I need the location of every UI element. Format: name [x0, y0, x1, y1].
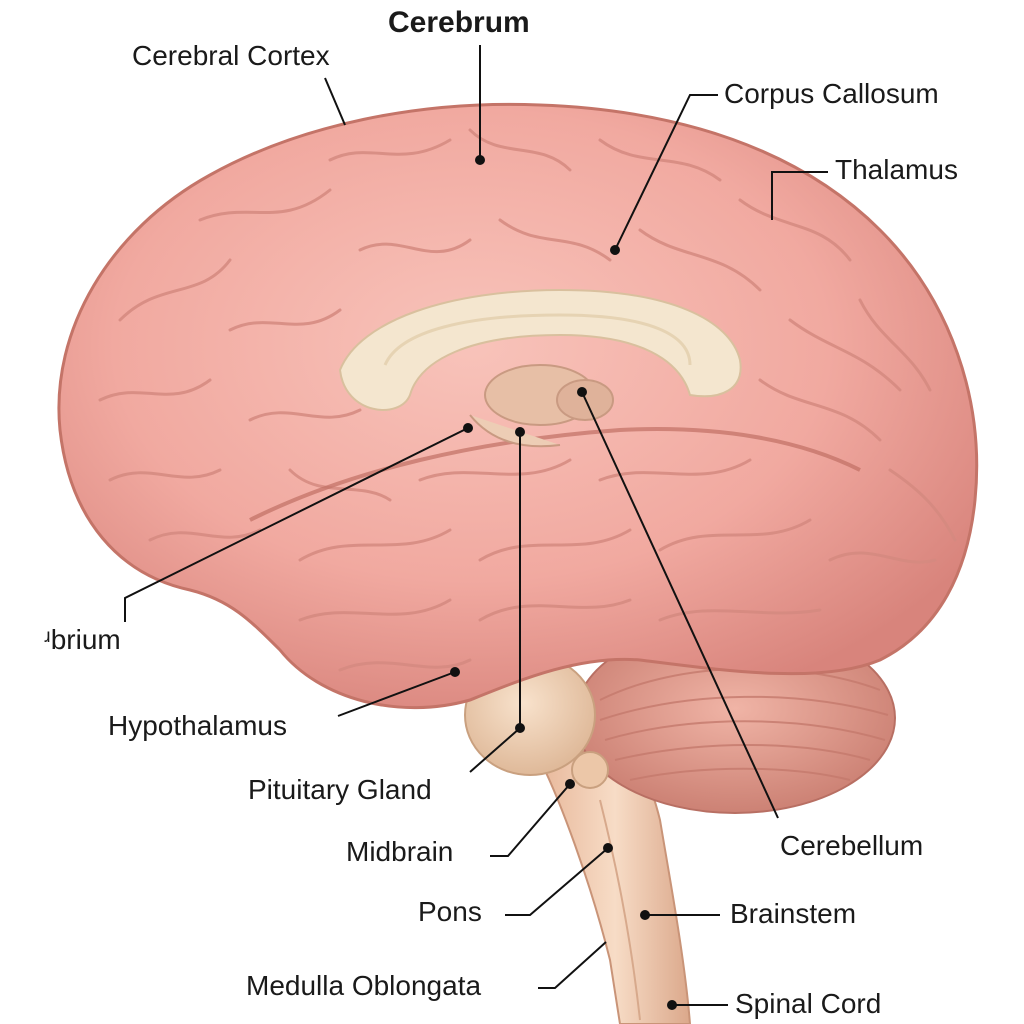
label-spinal-cord: Spinal Cord — [735, 988, 882, 1019]
label-hypothalamus: Hypothalamus — [108, 710, 287, 741]
label-thalamus: Thalamus — [835, 154, 958, 185]
label-cerebrum: Cerebrum — [388, 6, 530, 39]
label-midbrain: Midbrain — [346, 836, 454, 867]
label-cerebellum: Cerebellum — [780, 830, 924, 861]
label-corpus-callosum: Corpus Callosum — [724, 78, 939, 109]
label-pons: Pons — [418, 896, 482, 927]
label-brium: ʴbrium — [44, 624, 121, 655]
label-pituitary-gland: Pituitary Gland — [248, 774, 432, 805]
corpus-callosum-shape — [338, 288, 742, 411]
leader-lines — [124, 45, 828, 1010]
label-medulla-oblongata: Medulla Oblongata — [246, 970, 482, 1001]
label-cerebral-cortex: Cerebral Cortex — [132, 40, 330, 71]
label-brainstem: Brainstem — [730, 898, 857, 929]
